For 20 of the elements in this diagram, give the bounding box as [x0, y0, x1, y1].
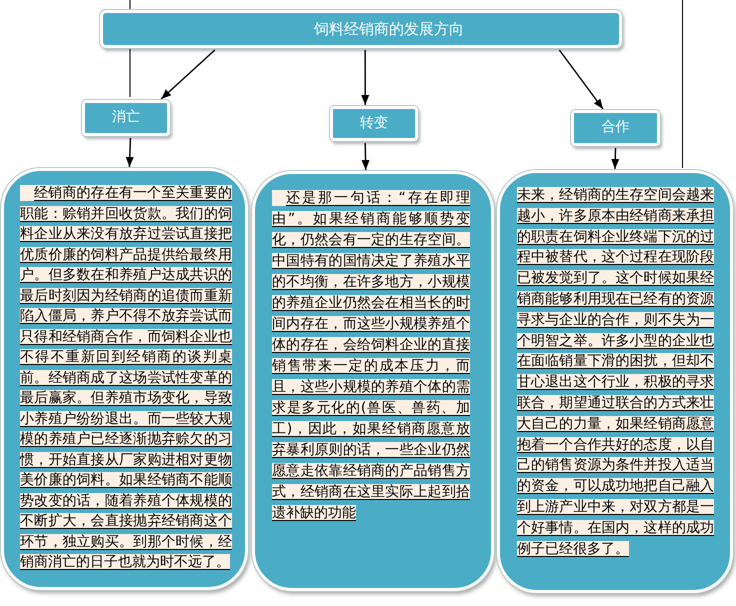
text-panel	[497, 170, 733, 593]
box-label: 合作	[602, 119, 630, 137]
paragraph-text: 经销商的存在有一个至关重要的职能：赊销并回收货款。我们的饲料企业从来没有放弃过尝试直接把优质价廉的饲料产品提供给最终用户。但多数在和养殖户达成共识的最后时刻因为经销商的追债而重新陷入僵局，养户不得不放弃尝试而只得和经销商合作，而饲料企业也不得不重新回到经销商的谈判桌前。经销商成了这场尝试性变革的最后赢家。但养殖市场变化，导致小养殖户纷纷退出。而一些较大规模的养殖户已经逐渐抛弃赊欠的习惯，开始直接从厂家购进相对更物美价廉的饲料。如果经销商不能顺势改变的话，随着养殖个体规模的不断扩大，会直接抛弃经销商这个环节，独立购买。到那个时候，经销商消亡的日子也就为时不远了。	[20, 184, 232, 572]
paragraph-text: 还是那一句话：“存在即理由”。如果经销商能够顺势变化，仍然会有一定的生存空间。中国特有的国情决定了养殖水平的不均衡，在许多地方，小规模的养殖企业仍然会在相当长的时间内存在，而这些小规模养殖个体的存在，会给饲料企业的直接销售带来一定的成本压力，而且，这些小规模的养殖个体的需求是多元化的(兽医、兽药、加工)，因此，如果经销商愿意放弃暴利原则的话，一些企业仍然愿意走依靠经销商的产品销售方式，经销商在这里实际上起到拾遗补缺的功能	[272, 189, 470, 523]
arrow	[362, 142, 370, 170]
arrow	[126, 138, 134, 168]
arrow	[160, 49, 216, 100]
category-box	[82, 100, 170, 136]
box-title: 饲料经销商的发展方向	[313, 20, 464, 38]
category-box	[330, 106, 418, 141]
box-label: 消亡	[112, 109, 140, 127]
category-box	[571, 110, 660, 146]
arrow	[611, 148, 620, 170]
text-panel	[1, 168, 248, 590]
text-panel	[252, 171, 494, 591]
arrow	[361, 50, 370, 105]
paragraph-text: 未来，经销商的生存空间会越来越小，许多原本由经销商来承担的职责在饲料企业终端下沉的过程中被替代，这个过程在现阶段已被发觉到了。这个时候如果经销商能够利用现在已经有的资源寻求与企业的合作，则不失为一个明智之举。许多小型的企业也在面临销量下滑的困扰，但却不甘心退出这个行业，积极的寻求联合，期望通过联合的方式来壮大自己的力量，如果经销商愿意抱着一个合作共好的态度，以自己的销售资源为条件并投入适当的资金，可以成功地把自己融入到上游产业中来，对双方都是一个好事情。在国内，这样的成功例子已经很多了。	[517, 186, 714, 559]
title-box	[100, 10, 622, 48]
box-label: 转变	[360, 114, 388, 132]
arrow	[558, 50, 604, 110]
